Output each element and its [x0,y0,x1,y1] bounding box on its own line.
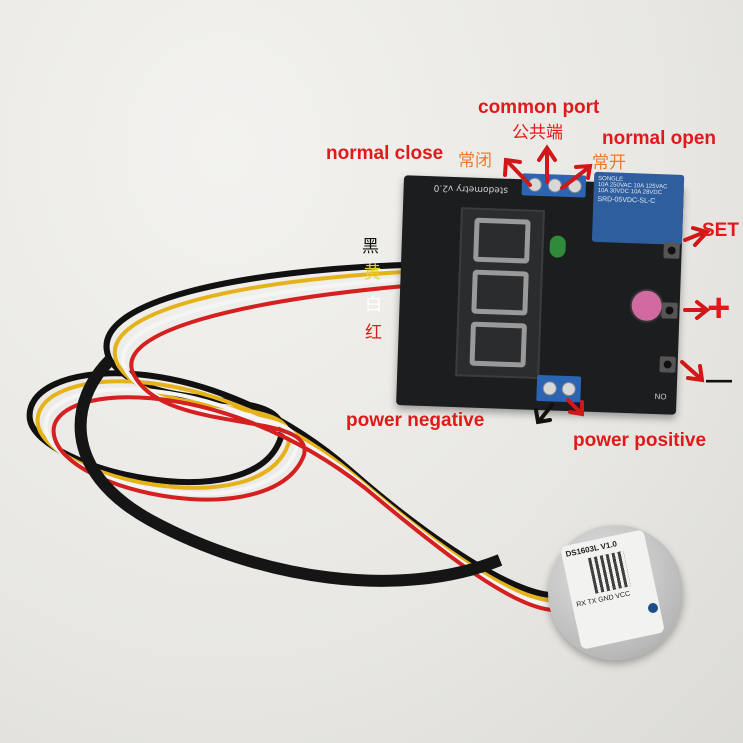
arrow-set-icon [683,230,707,242]
arrow-power-negative-icon [538,403,554,422]
sensor-indicator-dot [648,603,658,613]
label-normal-open-cn: 常开 [592,153,626,173]
wire-label-yellow: 黄 [364,263,381,283]
wire-label-white: 白 [365,295,382,315]
label-power-positive: power positive [573,430,707,451]
label-common-port-cn: 公共端 [512,123,563,143]
label-common-port: common port [478,97,600,118]
arrow-normal-open-icon [560,166,590,190]
label-normal-close-cn: 常闭 [458,151,492,171]
liquid-level-sensor: DS1603L V1.0 RX TX GND VCC [548,525,683,660]
label-normal-open: normal open [602,128,717,149]
label-minus: — [706,364,732,394]
label-normal-close: normal close [326,143,444,164]
arrow-minus-icon [680,360,702,380]
label-power-negative: power negative [346,410,485,431]
arrow-power-positive-icon [566,398,582,414]
arrow-normal-close-icon [506,160,532,187]
wire-label-red: 红 [365,323,382,343]
label-plus: + [707,286,731,330]
label-set: SET [702,220,739,241]
wire-label-black: 黑 [362,237,379,257]
